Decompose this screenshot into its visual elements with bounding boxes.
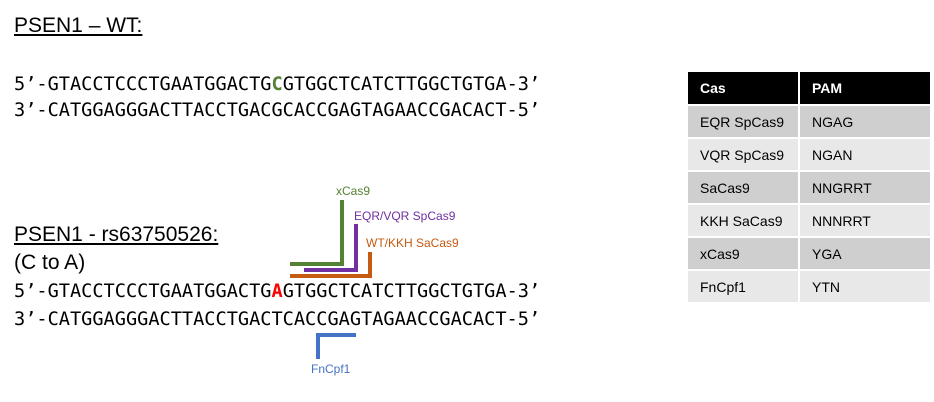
pam-cell: YGA [799,236,930,270]
pam-cell: NGAN [799,137,930,171]
eqr-vqr-bracket-horizontal [304,268,358,272]
wt-top-strand: 5’-GTACCTCCCTGAATGGACTGCGTGGCTCATCTTGGCT… [14,74,540,96]
mut-subheading: (C to A) [14,251,86,274]
cas-cell: VQR SpCas9 [688,137,800,171]
pam-table-header: Cas PAM [688,72,930,105]
pam-cell: YTN [799,269,930,302]
cas-cell: EQR SpCas9 [688,104,800,138]
mut-bottom-strand: 3’-CATGGAGGGACTTACCTGACTCACCGAGTAGAACCGA… [14,309,541,330]
wt-top-suffix: GTGGCTCATCTTGGCTGTGA-3’ [282,74,541,95]
cas-cell: SaCas9 [688,170,800,204]
wt-bottom-strand: 3’-CATGGAGGGACTTACCTGACGCACCGAGTAGAACCGA… [14,100,541,121]
pam-cell: NGAG [799,104,930,138]
header-cas: Cas [688,72,800,105]
xcas9-bracket-horizontal [290,262,344,266]
mut-heading: PSEN1 - rs63750526: [14,223,219,246]
cas-cell: KKH SaCas9 [688,203,800,237]
wt-top-prefix: 5’-GTACCTCCCTGAATGGACTG [14,74,272,95]
xcas9-bracket-vertical [340,200,344,266]
mut-top-prefix: 5’-GTACCTCCCTGAATGGACTG [14,281,272,302]
fncpf1-label: FnCpf1 [311,362,351,376]
eqr-vqr-label: EQR/VQR SpCas9 [354,209,456,223]
mut-base: A [271,281,283,302]
pam-cell: NNNRRT [799,203,930,237]
mut-top-suffix: GTGGCTCATCTTGGCTGTGA-3’ [282,281,541,302]
wt-kkh-bracket-vertical [368,252,372,278]
mut-top-strand: 5’-GTACCTCCCTGAATGGACTGAGTGGCTCATCTTGGCT… [14,281,540,303]
wt-kkh-bracket-horizontal [290,274,372,278]
wt-kkh-label: WT/KKH SaCas9 [366,236,459,250]
eqr-vqr-bracket-vertical [354,224,358,272]
wt-heading: PSEN1 – WT: [14,14,143,37]
fncpf1-bracket-horizontal [316,333,356,337]
pam-cell: NNGRRT [799,170,930,204]
cas-cell: FnCpf1 [688,269,800,302]
header-pam: PAM [799,72,930,105]
wt-base: C [271,74,283,95]
fncpf1-bracket-vertical [316,333,320,359]
xcas9-label: xCas9 [336,184,371,198]
cas-cell: xCas9 [688,236,800,270]
